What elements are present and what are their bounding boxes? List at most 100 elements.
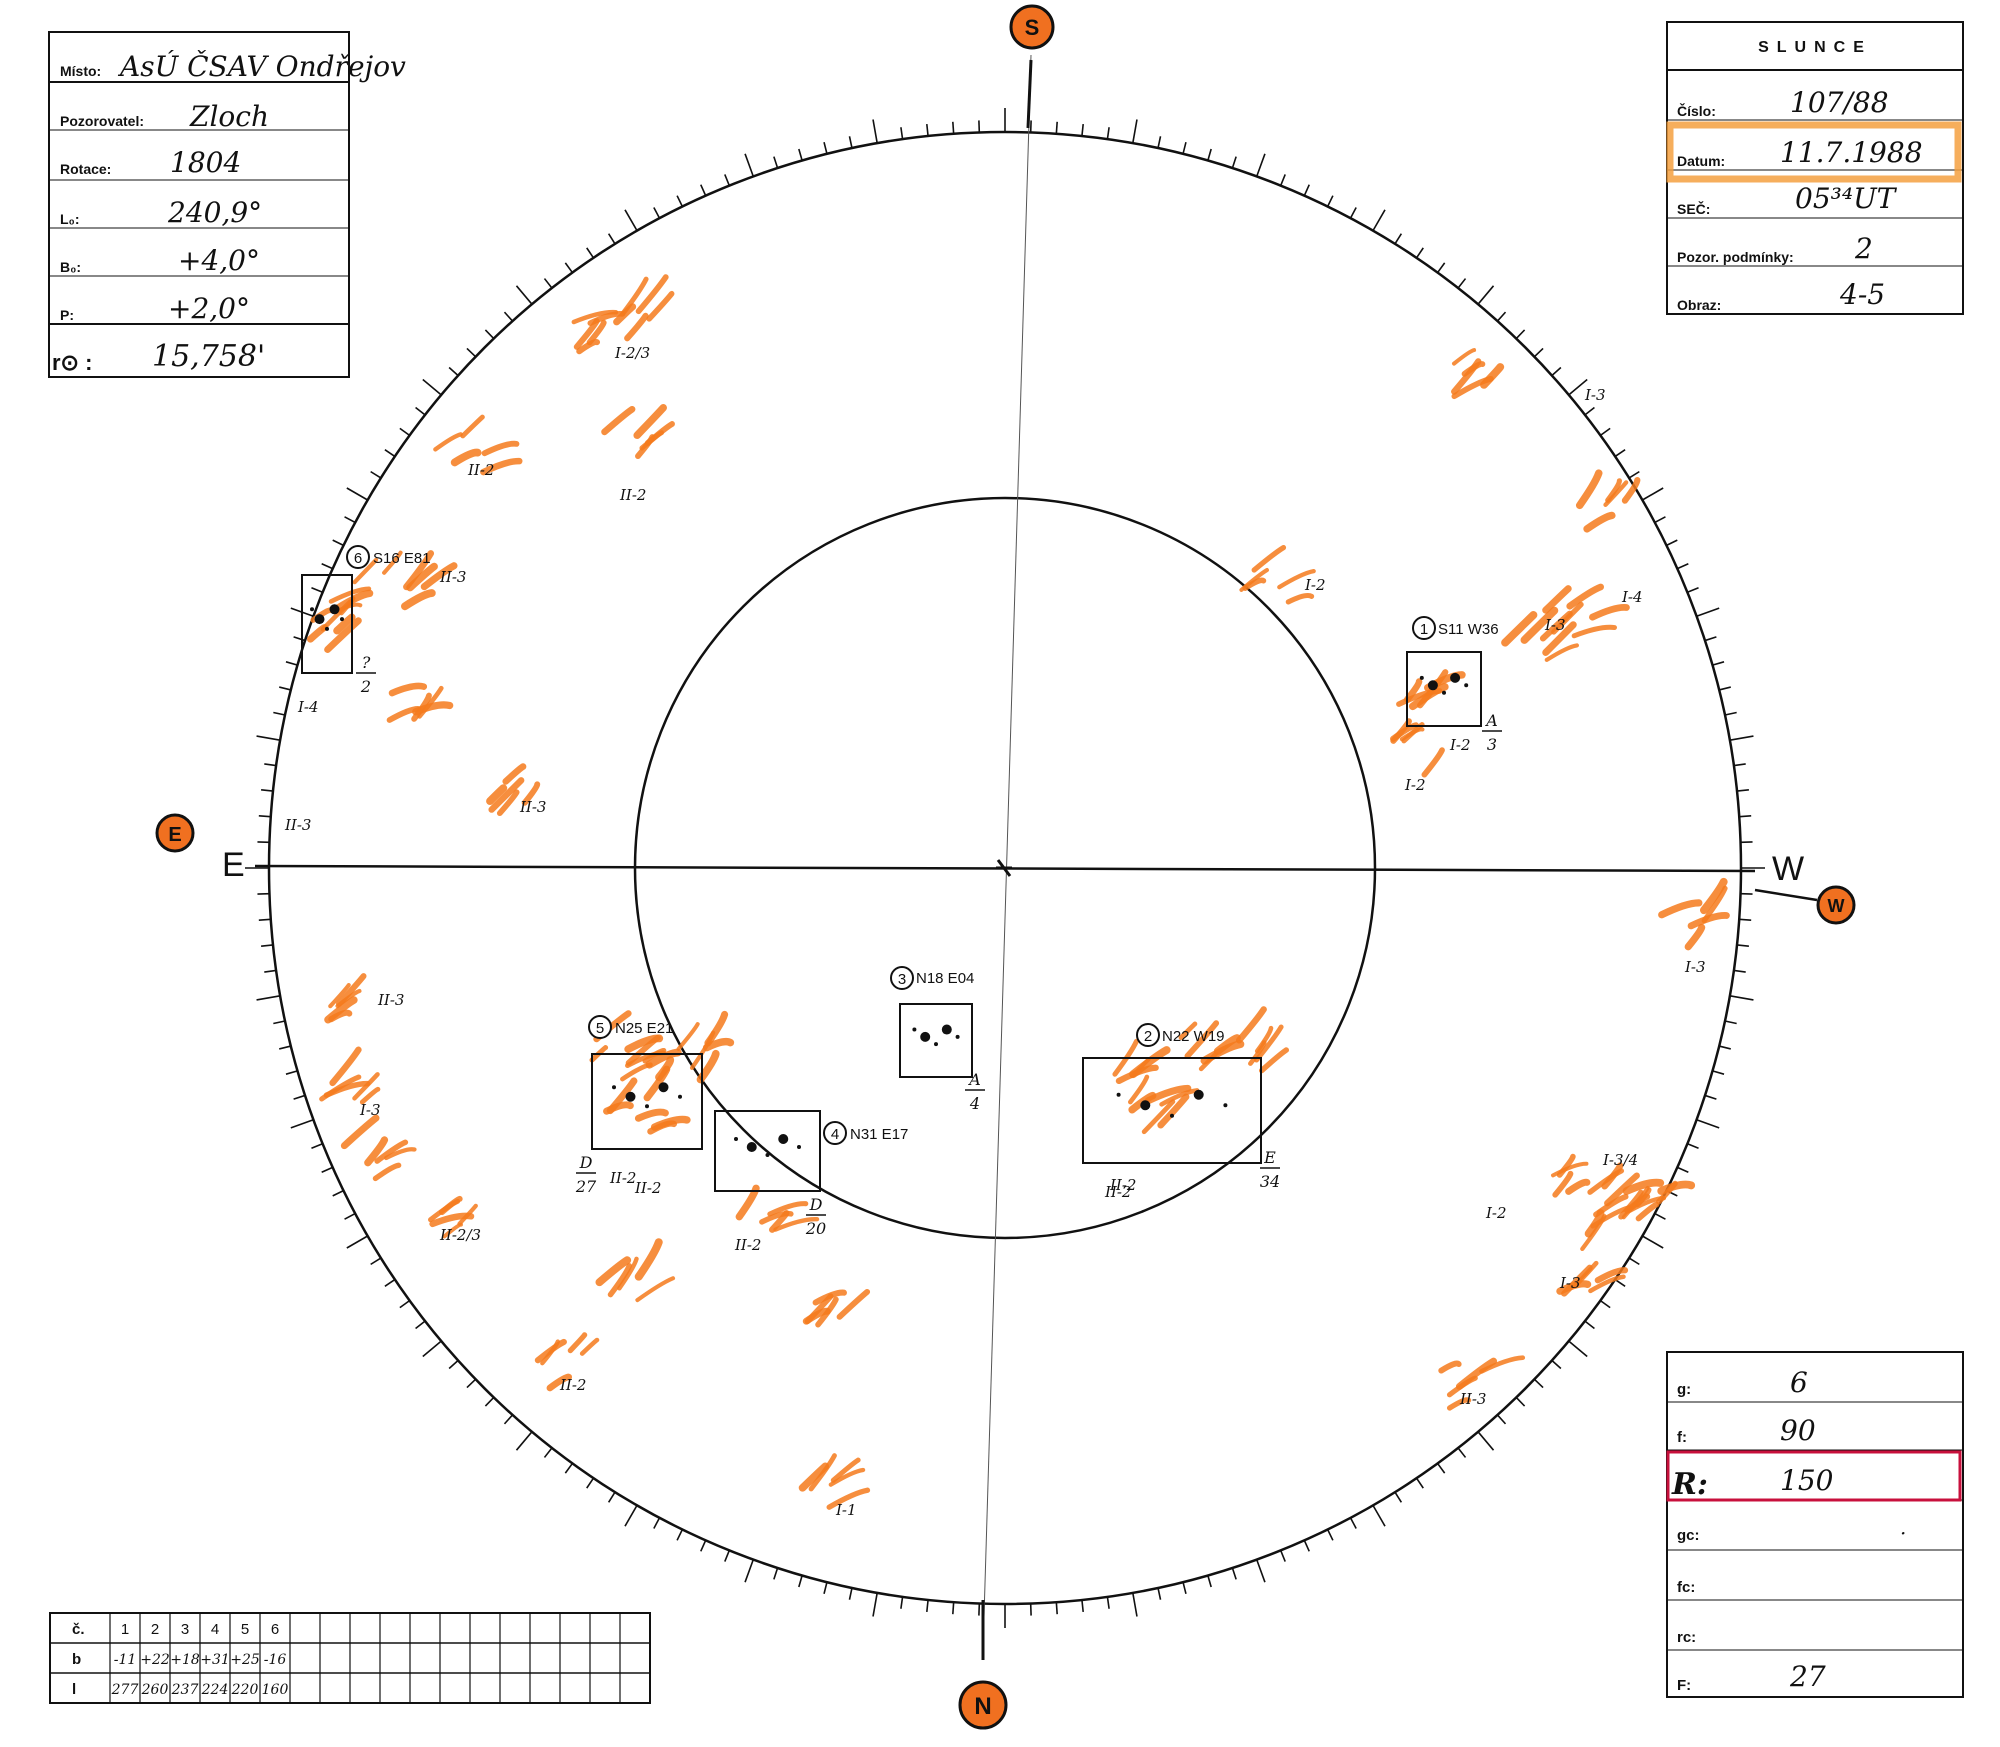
field-label-number: Číslo: — [1677, 102, 1716, 119]
limb-tick — [1496, 311, 1507, 322]
limb-tick — [1372, 209, 1386, 232]
limb-tick — [653, 1517, 661, 1529]
field-value-conditions: 2 — [1854, 232, 1873, 265]
group-class: A — [1484, 711, 1498, 730]
table-cell-latitude: +18 — [170, 1652, 200, 1668]
field-label-F: F: — [1677, 1677, 1691, 1694]
group-number-circle — [823, 1121, 847, 1145]
facula-class-label: II-2 — [467, 461, 494, 479]
group-frame — [899, 1003, 973, 1078]
facula-stroke — [634, 1238, 663, 1281]
south-axis-stub — [1026, 59, 1033, 129]
facula-class-label: I-4 — [1621, 588, 1643, 606]
group-number-circle — [890, 966, 914, 990]
limb-tick — [1584, 1320, 1595, 1330]
field-label-place: Místo: — [60, 63, 101, 79]
limb-tick — [1255, 153, 1266, 177]
facula-stroke — [595, 1256, 632, 1287]
facula-stroke — [1277, 568, 1316, 590]
facula-stroke — [480, 457, 523, 476]
facula-stroke — [826, 1487, 871, 1510]
facula-stroke — [1603, 480, 1629, 507]
group-class: ? — [362, 653, 371, 672]
limb-tick — [264, 763, 277, 767]
limb-tick — [1736, 789, 1749, 792]
limb-tick — [848, 1587, 853, 1600]
limb-tick — [515, 1431, 533, 1451]
facula-stroke — [359, 1086, 381, 1105]
facula-stroke — [1588, 1274, 1626, 1294]
facula-stroke — [1254, 1024, 1284, 1063]
facula-class-label: I-3 — [1684, 958, 1706, 976]
limb-tick — [1724, 1020, 1737, 1025]
field-value-date: 11.7.1988 — [1780, 136, 1923, 169]
limb-tick — [273, 711, 286, 716]
limb-tick — [1599, 427, 1611, 437]
limb-tick — [1729, 735, 1754, 741]
limb-tick — [586, 1477, 595, 1489]
facula-stroke — [1684, 923, 1706, 951]
facula-stroke — [1141, 1099, 1176, 1135]
limb-tick — [1415, 247, 1424, 259]
group-class: E — [1263, 1148, 1276, 1167]
facula-class-label: I-3 — [1584, 386, 1606, 404]
field-label-time: SEČ: — [1677, 200, 1710, 217]
sunspot — [1140, 1100, 1151, 1111]
field-value-B0: +4,0° — [178, 244, 260, 277]
facula-class-label: II-2 — [734, 1236, 761, 1254]
facula-stroke — [1539, 610, 1573, 642]
table-cell-longitude: 277 — [111, 1682, 139, 1698]
facula-stroke — [382, 550, 403, 575]
facula-stroke — [374, 1139, 409, 1164]
facula-stroke — [586, 319, 607, 346]
limb-tick — [1628, 1257, 1640, 1266]
limb-tick — [1712, 1070, 1725, 1075]
limb-tick — [653, 207, 661, 219]
facula-stroke — [324, 617, 362, 653]
limb-tick — [543, 1447, 553, 1458]
facula-stroke — [406, 562, 438, 592]
sunspot — [612, 1085, 616, 1090]
facula-stroke — [1687, 912, 1730, 930]
facula-stroke — [1593, 1193, 1629, 1218]
facula-stroke — [601, 405, 636, 436]
limb-tick — [1349, 207, 1357, 219]
facula-stroke — [815, 1296, 839, 1328]
limb-tick — [1551, 366, 1562, 377]
facula-stroke — [576, 339, 601, 355]
limb-tick — [1551, 1359, 1562, 1370]
field-value-g: 6 — [1790, 1366, 1808, 1399]
facula-stroke — [1594, 1267, 1629, 1284]
limb-tick — [1704, 636, 1717, 642]
sunspot — [1223, 1103, 1228, 1108]
facula-stroke — [328, 982, 351, 1009]
limb-tick — [1687, 587, 1699, 594]
limb-tick — [1182, 142, 1187, 155]
limb-tick — [1055, 1602, 1058, 1615]
facula-stroke — [1583, 511, 1616, 533]
facula-stroke — [635, 1276, 676, 1303]
facula-stroke — [620, 276, 649, 317]
facula-stroke — [1128, 1091, 1157, 1114]
facula-stroke — [333, 589, 374, 613]
facula-stroke — [802, 1307, 831, 1325]
facula-stroke — [1408, 683, 1449, 711]
facula-class-label: I-2 — [1304, 576, 1326, 594]
limb-tick — [1279, 174, 1286, 186]
facula-class-label: I-3 — [359, 1101, 381, 1119]
limb-tick — [1533, 1378, 1544, 1389]
limb-tick — [1106, 1596, 1110, 1609]
limb-tick — [261, 789, 274, 792]
group-position-label: N18 E04 — [916, 970, 974, 987]
facula-stroke — [335, 973, 367, 1007]
limb-tick — [321, 1166, 333, 1173]
facula-stroke — [639, 430, 664, 451]
sunspot — [955, 1034, 960, 1039]
field-value-R: 150 — [1780, 1464, 1833, 1497]
group-spot-count: 3 — [1487, 735, 1497, 754]
limb-tick — [564, 1462, 574, 1474]
field-label-fc: fc: — [1677, 1579, 1695, 1596]
group-number-circle — [1412, 616, 1436, 640]
facula-stroke — [646, 290, 675, 322]
